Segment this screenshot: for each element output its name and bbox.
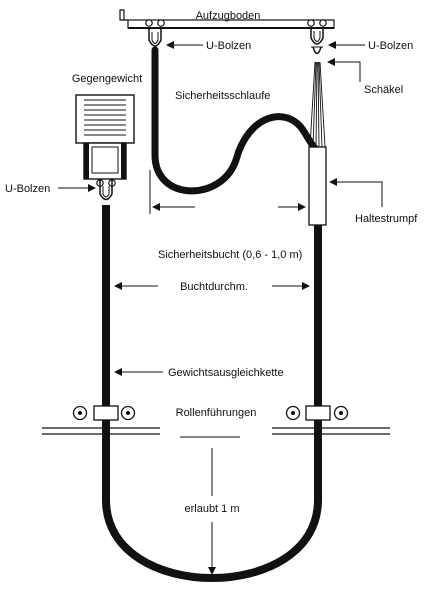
roller-center-icon bbox=[78, 411, 82, 415]
counterweight-top-block bbox=[75, 94, 135, 144]
u-bolt-nut-icon bbox=[319, 19, 327, 27]
u-bolt-left-top: U-Bolzen bbox=[145, 19, 251, 52]
safety-loop-label: Sicherheitsschlaufe bbox=[175, 90, 270, 102]
u-bolt-nut-icon bbox=[145, 19, 153, 27]
holding-sock-pointer bbox=[329, 178, 383, 207]
shackle-icon bbox=[312, 46, 322, 55]
u-bolt-loop-icon bbox=[99, 179, 113, 201]
u-bolt-loop-icon bbox=[310, 28, 324, 45]
elevator-floor: Aufzugboden bbox=[119, 9, 335, 29]
holding-sock-label: Haltestrumpf bbox=[355, 213, 418, 225]
compensation-chain-label: Gewichtsausgleichkette bbox=[168, 367, 284, 379]
u-bolt-right-top-label: U-Bolzen bbox=[368, 40, 413, 52]
u-bolt-nut-icon bbox=[157, 19, 165, 27]
u-bolt-left-top-label: U-Bolzen bbox=[206, 40, 251, 52]
shackle-label: Schäkel bbox=[364, 84, 403, 96]
roller-center-icon bbox=[291, 411, 295, 415]
u-bolt-counterweight-label: U-Bolzen bbox=[5, 183, 50, 195]
car-chain bbox=[314, 225, 322, 407]
lower-loop bbox=[102, 420, 322, 582]
elevator-floor-left-bracket bbox=[119, 9, 128, 21]
counterweight-frame-left-rail bbox=[84, 143, 89, 179]
holding-sock: Haltestrumpf bbox=[308, 146, 418, 226]
safety-bay-dimension: Sicherheitsbucht (0,6 - 1,0 m) bbox=[149, 170, 306, 261]
roller-guide-block-right bbox=[305, 405, 331, 421]
u-bolt-loop-icon bbox=[148, 28, 162, 47]
shackle-pointer bbox=[327, 58, 361, 82]
counterweight-frame-right-rail bbox=[121, 143, 126, 179]
counterweight-label: Gegengewicht bbox=[72, 73, 142, 85]
counterweight-chain bbox=[102, 205, 110, 407]
u-bolt-counterweight: U-Bolzen bbox=[5, 179, 116, 201]
safety-loop: Sicherheitsschlaufe bbox=[151, 46, 319, 195]
counterweight: Gegengewicht bbox=[72, 73, 142, 180]
roller-guides-label: Rollenführungen bbox=[176, 407, 257, 419]
lower-loop-chain bbox=[102, 420, 322, 582]
shackle: Schäkel bbox=[311, 46, 403, 96]
compensation-chain-callout: Gewichtsausgleichkette bbox=[114, 367, 284, 379]
bay-diameter-dimension: Buchtdurchm. bbox=[114, 281, 310, 293]
u-bolt-nut-icon bbox=[307, 19, 315, 27]
u-bolt-right-top: U-Bolzen bbox=[307, 19, 413, 52]
allowed-sag-dimension: erlaubt 1 m bbox=[180, 436, 240, 575]
roller-guides: Rollenführungen bbox=[42, 405, 390, 435]
u-bolt-inner-loop-icon bbox=[151, 32, 159, 44]
roller-center-icon bbox=[126, 411, 130, 415]
chain-verticals bbox=[102, 205, 322, 407]
u-bolt-inner-loop-icon bbox=[102, 186, 110, 198]
counterweight-weight-lines bbox=[84, 99, 126, 136]
u-bolt-inner-loop-icon bbox=[313, 31, 321, 42]
safety-bay-label: Sicherheitsbucht (0,6 - 1,0 m) bbox=[158, 249, 302, 261]
elevator-floor-label: Aufzugboden bbox=[196, 10, 261, 22]
sling-strands bbox=[309, 61, 326, 148]
roller-center-icon bbox=[339, 411, 343, 415]
safety-loop-chain bbox=[151, 46, 319, 195]
roller-guide-block-left bbox=[93, 405, 119, 421]
bay-diameter-label: Buchtdurchm. bbox=[180, 281, 248, 293]
allowed-sag-label: erlaubt 1 m bbox=[184, 503, 239, 515]
holding-sock-sleeve bbox=[308, 146, 327, 226]
counterweight-frame-inner bbox=[91, 146, 119, 174]
